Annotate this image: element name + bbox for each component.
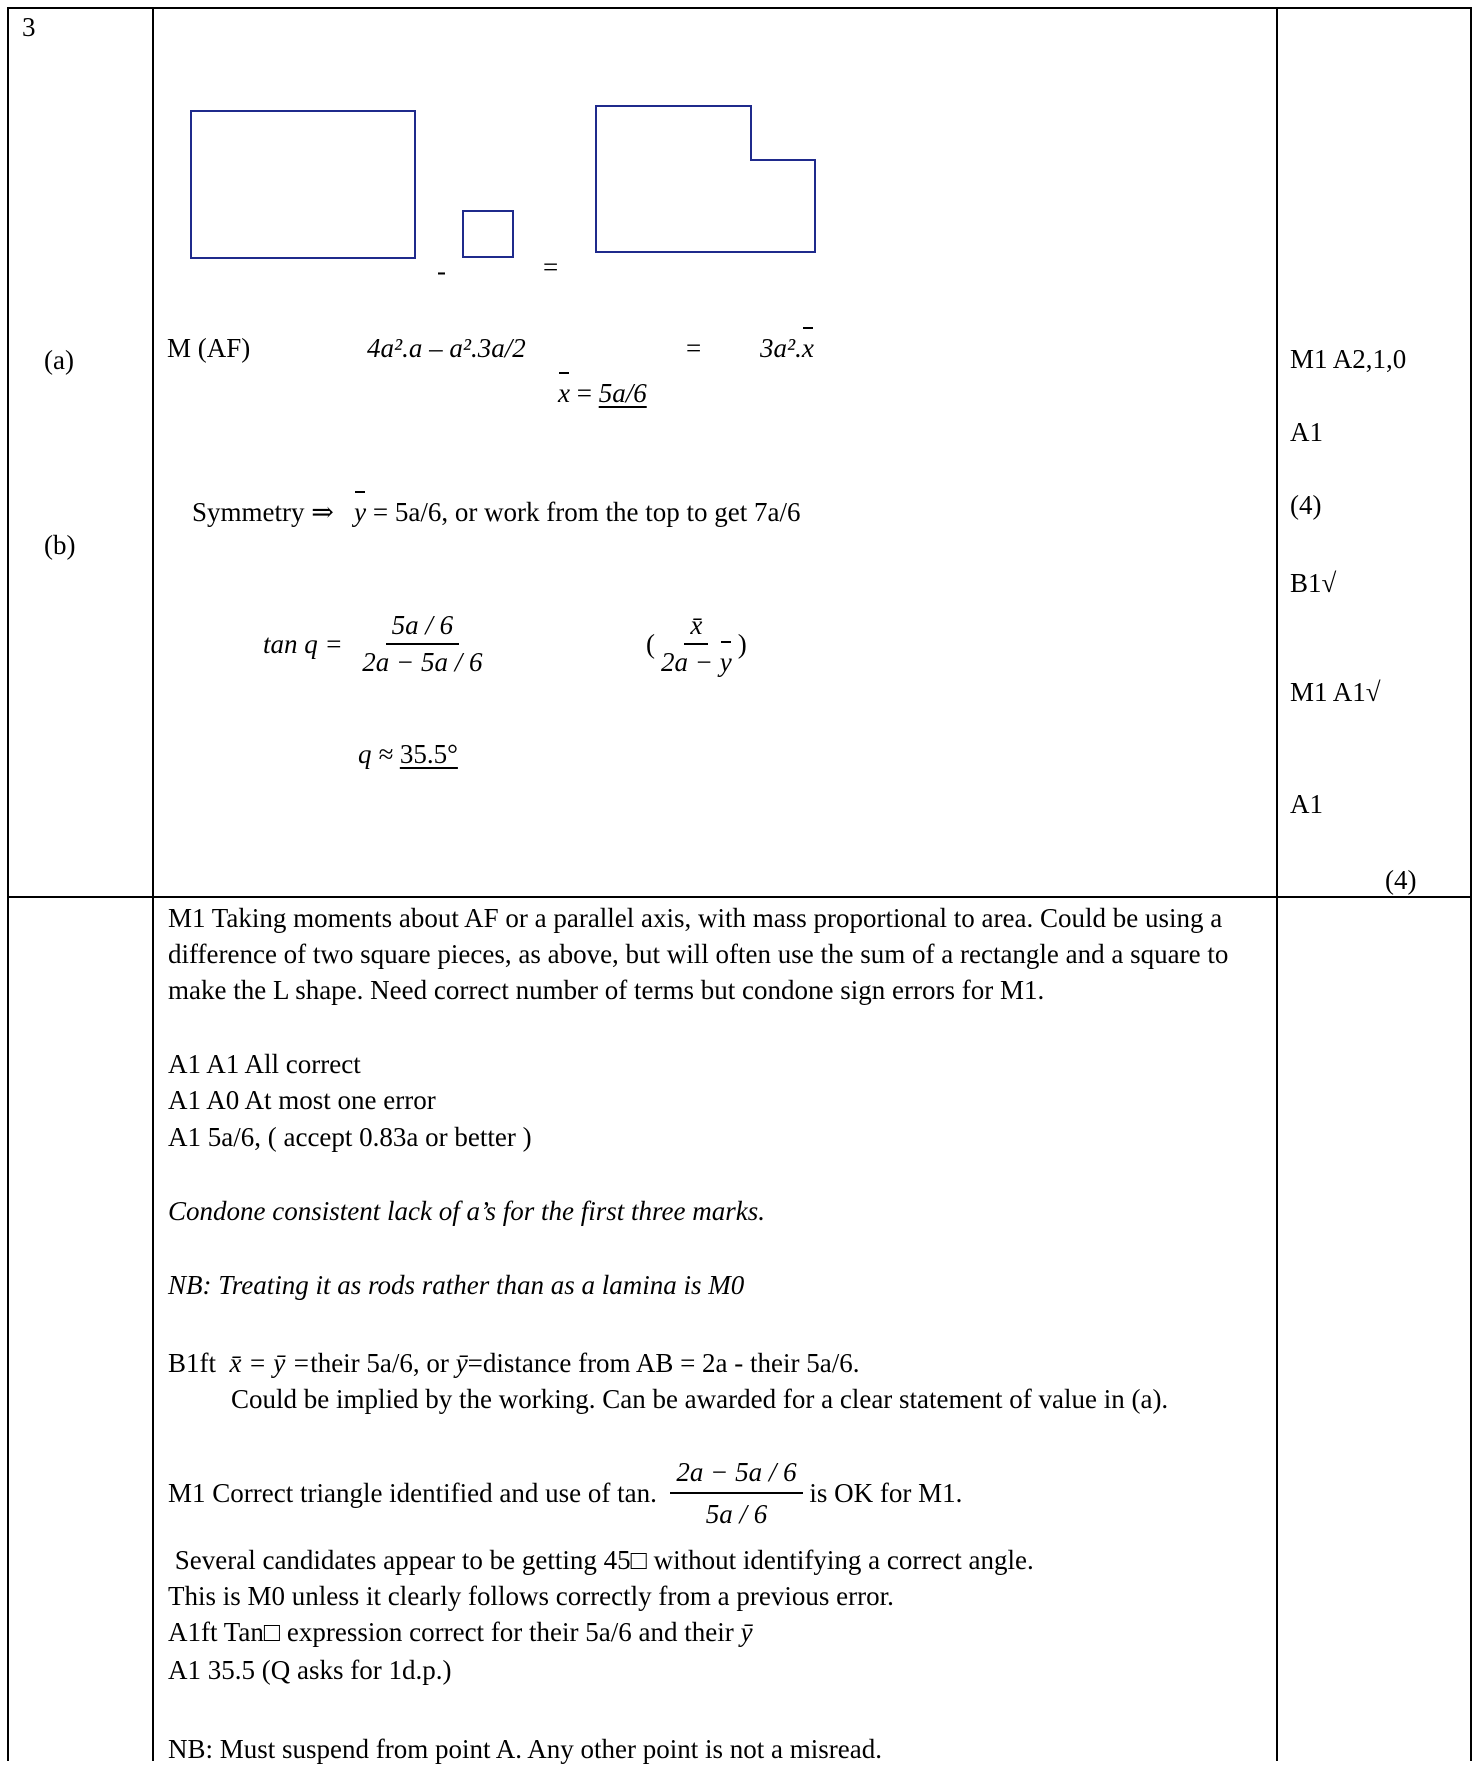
l-shape xyxy=(595,105,816,253)
diagram-equals-sign: = xyxy=(543,252,559,282)
question-number: 3 xyxy=(22,12,36,42)
table-col-divider-1 xyxy=(152,7,154,1761)
mark-total-a: (4) xyxy=(1290,490,1322,520)
moments-equals: = xyxy=(686,333,702,363)
mark-total-b: (4) xyxy=(1385,865,1417,895)
mark-m1-a2: M1 A2,1,0 xyxy=(1290,344,1407,374)
tan-fraction: 5a / 6 2a − 5a / 6 xyxy=(362,610,483,677)
small-square-shape xyxy=(462,210,514,258)
guidance-a1ft: A1ft Tan□ expression correct for their 5… xyxy=(168,1617,753,1647)
guidance-b1ft: B1ft x̄ = ȳ =their 5a/6, or ȳ=distance f… xyxy=(168,1348,860,1378)
guidance-a1a0: A1 A0 At most one error xyxy=(168,1085,436,1115)
alternative-fraction: ( x̄ 2a − y ) xyxy=(646,610,747,677)
table-top-border xyxy=(7,7,1472,9)
moments-rhs: 3a².x xyxy=(760,327,814,363)
guidance-m0-note: This is M0 unless it clearly follows cor… xyxy=(168,1581,894,1611)
angle-result: q ≈ 35.5° xyxy=(358,739,458,769)
large-square-shape xyxy=(190,110,416,259)
guidance-rods-note: NB: Treating it as rods rather than as a… xyxy=(168,1270,745,1300)
moments-expression: 4a².a – a².3a/2 xyxy=(367,333,526,363)
tan-equation: tan q = 5a / 6 2a − 5a / 6 xyxy=(263,610,488,678)
table-row-divider xyxy=(7,896,1472,898)
guidance-condone: Condone consistent lack of a’s for the f… xyxy=(168,1196,765,1226)
guidance-a1-final: A1 35.5 (Q asks for 1d.p.) xyxy=(168,1655,452,1685)
guidance-m1-tan: M1 Correct triangle identified and use o… xyxy=(168,1454,1268,1532)
mark-m1-a1: M1 A1√ xyxy=(1290,677,1381,707)
moments-label: M (AF) xyxy=(167,333,251,363)
mark-b1: B1√ xyxy=(1290,568,1337,598)
guidance-implied: Could be implied by the working. Can be … xyxy=(231,1384,1169,1414)
xbar-result: x = 5a/6 xyxy=(558,372,647,408)
guidance-tan-fraction: 2a − 5a / 6 5a / 6 xyxy=(670,1454,803,1532)
mark-a1-last: A1 xyxy=(1290,789,1323,819)
part-b-label: (b) xyxy=(44,530,76,560)
table-col-divider-2 xyxy=(1276,7,1278,1761)
diagram-minus-sign: - xyxy=(437,256,446,286)
table-left-border xyxy=(7,7,9,1761)
guidance-a1-value: A1 5a/6, ( accept 0.83a or better ) xyxy=(168,1122,532,1152)
mark-a1-first: A1 xyxy=(1290,417,1323,447)
guidance-a1a1: A1 A1 All correct xyxy=(168,1049,361,1079)
part-a-label: (a) xyxy=(44,345,74,375)
table-right-border xyxy=(1470,7,1472,1761)
guidance-45-note: Several candidates appear to be getting … xyxy=(168,1545,1034,1575)
guidance-m1: M1 Taking moments about AF or a parallel… xyxy=(168,903,1229,1005)
guidance-suspend-note: NB: Must suspend from point A. Any other… xyxy=(168,1734,882,1764)
symmetry-line: Symmetry ⇒ y = 5a/6, or work from the to… xyxy=(192,491,801,527)
